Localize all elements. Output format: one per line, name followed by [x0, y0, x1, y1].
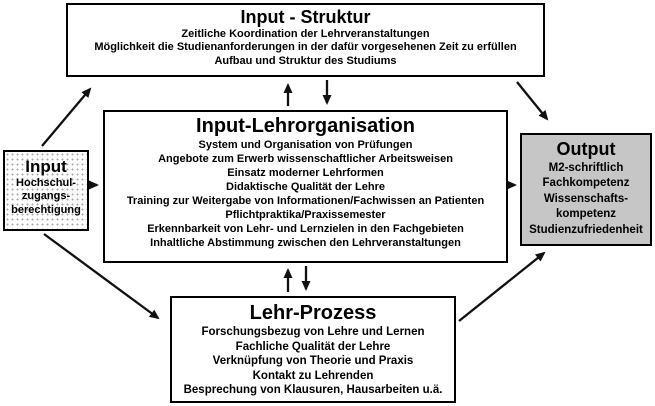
- box-input-lehrorganisation: Input-Lehrorganisation System und Organi…: [103, 110, 508, 263]
- box-lehr-prozess-title: Lehr-Prozess: [249, 302, 377, 324]
- lehrorganisation-item: Erkennbarkeit von Lehr- und Lernzielen i…: [147, 223, 464, 235]
- lehrorganisation-item: Didaktische Qualität der Lehre: [226, 181, 385, 193]
- lehrorganisation-item: Einsatz moderner Lehrformen: [227, 167, 384, 179]
- lehrorganisation-item: Angebote zum Erwerb wissenschaftlicher A…: [158, 153, 453, 165]
- lehrorganisation-item: System und Organisation von Prüfungen: [198, 139, 413, 151]
- output-item: kompetenz: [555, 208, 617, 221]
- arrow-lehrprozess-to-output: [458, 251, 546, 322]
- lehrorganisation-item: Pflichtpraktika/Praxissemester: [225, 209, 386, 221]
- lehrprozess-item: Fachliche Qualität der Lehre: [235, 340, 391, 353]
- input-item: berechtigung: [11, 203, 81, 216]
- box-output-title: Output: [556, 139, 616, 159]
- arrow-struktur-to-output: [516, 81, 549, 121]
- box-input-title: Input: [25, 157, 67, 176]
- lehrprozess-item: Verknüpfung von Theorie und Praxis: [212, 355, 414, 367]
- lehrorganisation-item: Training zur Weitergabe von Informatione…: [126, 195, 485, 207]
- box-input-lehrorganisation-title: Input-Lehrorganisation: [196, 115, 415, 137]
- lehrprozess-item: Besprechung von Klausuren, Hausarbeiten …: [183, 384, 443, 396]
- box-input-struktur-title: Input - Struktur: [240, 7, 371, 27]
- struktur-item: Möglichkeit die Studienanforderungen in …: [94, 41, 517, 54]
- output-item: M2-schriftlich: [548, 161, 624, 174]
- output-item: Wissenschafts-: [543, 192, 629, 205]
- input-item: zugangs-: [21, 190, 71, 203]
- struktur-item: Aufbau und Struktur des Studiums: [214, 54, 397, 67]
- lehrprozess-item: Kontakt zu Lehrenden: [252, 369, 374, 382]
- lehrorganisation-item: Inhaltliche Abstimmung zwischen den Lehr…: [150, 237, 461, 249]
- input-item: Hochschul-: [16, 176, 76, 189]
- box-lehr-prozess: Lehr-Prozess Forschungsbezug von Lehre u…: [170, 296, 456, 403]
- box-output: Output M2-schriftlich Fachkompetenz Wiss…: [520, 133, 652, 246]
- lehrprozess-item: Forschungsbezug von Lehre und Lernen: [201, 326, 425, 338]
- box-input-struktur: Input - Struktur Zeitliche Koordination …: [66, 3, 545, 77]
- output-item: Fachkompetenz: [542, 177, 630, 190]
- struktur-item: Zeitliche Koordination der Lehrveranstal…: [181, 27, 430, 40]
- arrow-input-to-struktur: [41, 87, 92, 147]
- box-input: Input Hochschul- zugangs- berechtigung: [3, 150, 89, 231]
- output-item: Studienzufriedenheit: [529, 223, 643, 236]
